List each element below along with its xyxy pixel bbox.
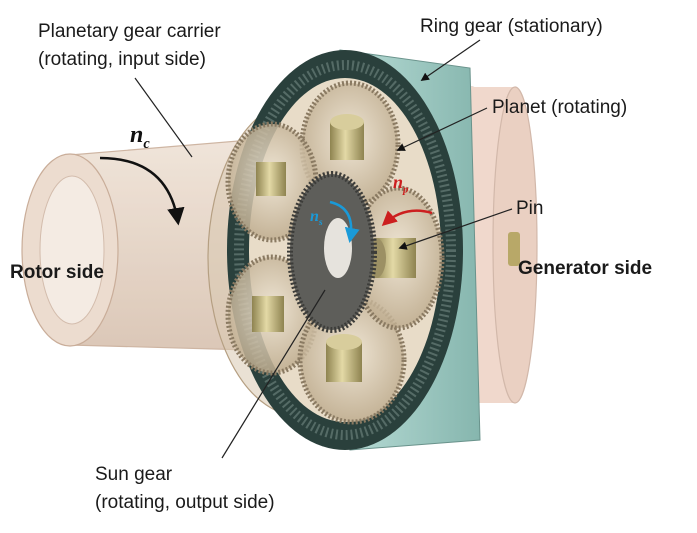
sun-leader-line (221, 289, 326, 459)
planet-speed-symbol: np (393, 172, 409, 196)
rotor-side-label: Rotor side (10, 262, 104, 283)
sun-gear (287, 171, 377, 333)
planet-gear-left-bottom (225, 254, 319, 376)
ring-leader-line (420, 39, 481, 81)
pin-leader-line (398, 208, 513, 250)
carrier-leader-line (134, 77, 193, 158)
sun-gear-label-line1: Sun gear (95, 464, 173, 485)
carrier-label-line1: Planetary gear carrier (38, 21, 221, 42)
generator-side-label: Generator side (518, 258, 653, 279)
planet-label: Planet (rotating) (492, 97, 628, 118)
pin-label: Pin (516, 198, 544, 219)
carrier-speed-symbol: nc (130, 122, 150, 152)
rotor-side-shaft (21, 139, 251, 351)
carrier-rotation-arrow (99, 156, 185, 226)
planet-rotation-arrow (381, 209, 433, 227)
sun-rotation-arrow (329, 200, 360, 243)
sun-speed-symbol: ns (310, 208, 323, 229)
ring-gear-label: Ring gear (stationary) (420, 16, 603, 37)
carrier-label-line2: (rotating, input side) (38, 49, 206, 70)
sun-gear-label-line2: (rotating, output side) (95, 492, 275, 513)
planet-leader-line (396, 107, 488, 151)
